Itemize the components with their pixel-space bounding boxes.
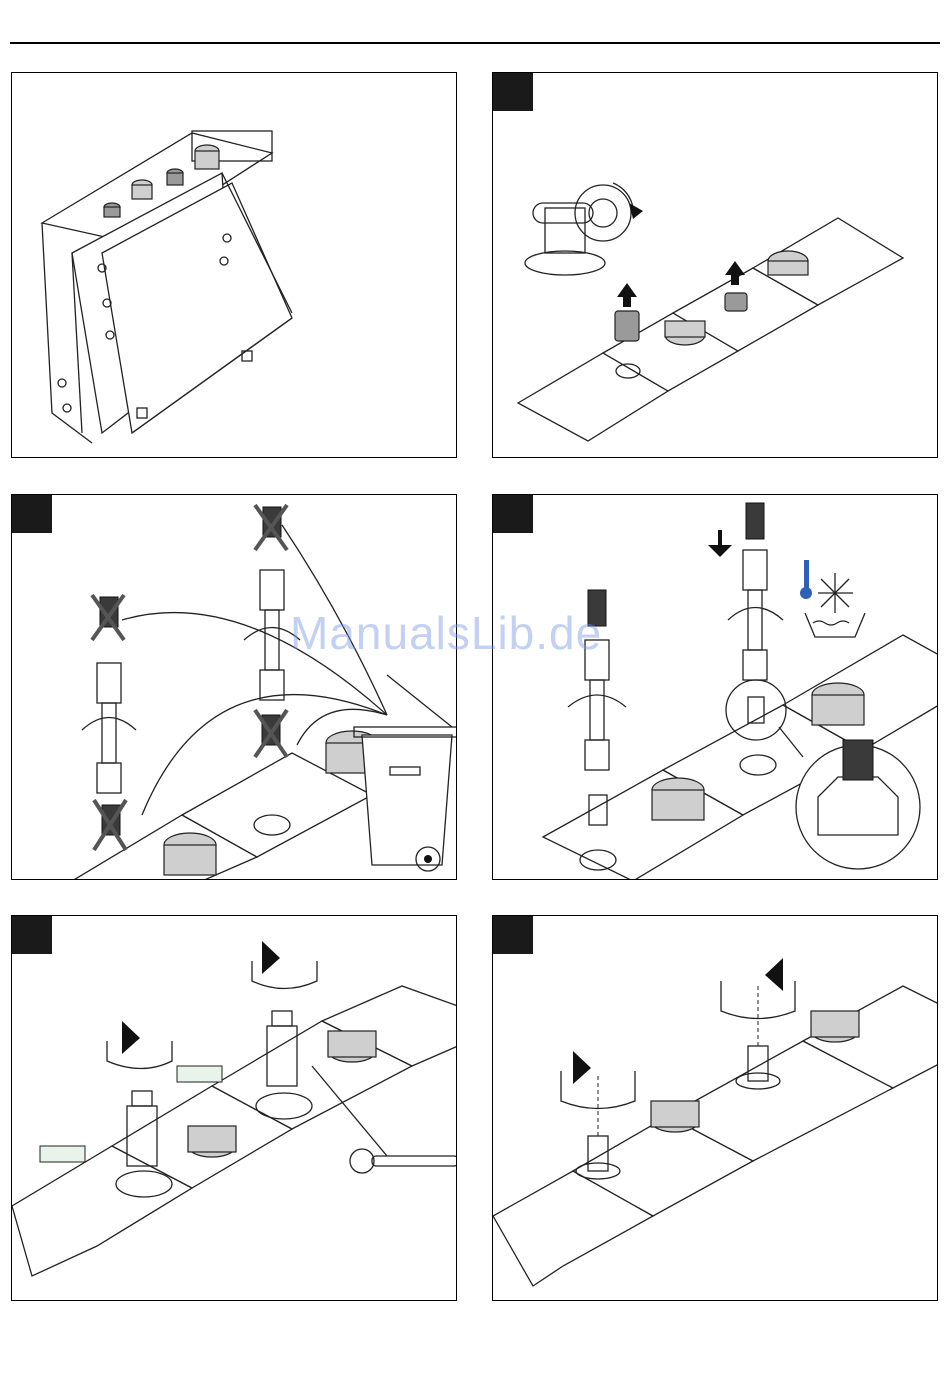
panel-step-1 [11, 72, 457, 458]
rosette-mounting-illustration [493, 916, 938, 1301]
housing-illustration [12, 73, 457, 458]
panel-step-4 [492, 494, 938, 880]
top-rule [10, 42, 940, 44]
waste-bin-icon [354, 675, 457, 871]
panel-step-6 [492, 915, 938, 1301]
watermark-text: ManualsLib.de [290, 606, 602, 660]
valve-wheel-icon [525, 183, 643, 275]
panel-step-2 [492, 72, 938, 458]
panel-step-5 [11, 915, 457, 1301]
cartridge-install-illustration [493, 495, 938, 880]
sleeve-tightening-illustration [12, 916, 457, 1301]
cartridge-disposal-illustration [12, 495, 457, 880]
valve-removal-illustration [493, 73, 938, 458]
cold-water-icon [800, 560, 865, 637]
panel-step-3 [11, 494, 457, 880]
